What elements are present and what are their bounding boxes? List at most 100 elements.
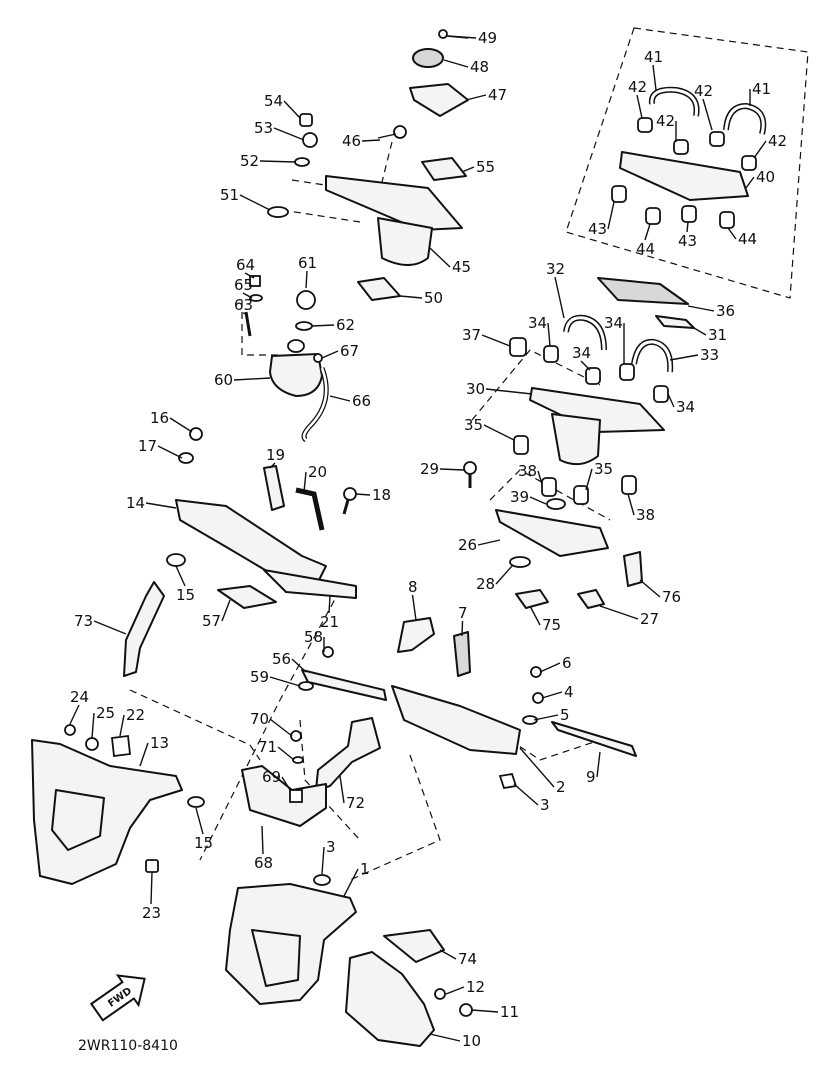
leader-line-42	[702, 98, 713, 131]
part-63-bolt	[244, 311, 252, 337]
callout-label-20: 20	[308, 463, 327, 481]
leader-line-26	[477, 539, 501, 546]
leader-line-44	[644, 223, 651, 241]
callout-label-64: 64	[236, 256, 255, 274]
leader-line-14	[145, 502, 177, 509]
callout-label-4: 4	[564, 683, 574, 701]
part-54-cap	[299, 113, 313, 127]
part-56-bar	[301, 669, 387, 701]
part-69-nut	[289, 789, 303, 803]
part-67-clamp	[313, 353, 323, 363]
diagram-code: 2WR110-8410	[78, 1038, 178, 1054]
callout-label-19: 19	[266, 446, 285, 464]
part-68-stay	[241, 765, 327, 827]
part-1-under-cowl	[225, 883, 357, 1005]
leader-line-42	[636, 94, 643, 119]
callout-label-58: 58	[304, 628, 323, 646]
leader-line-55	[461, 166, 475, 173]
callout-label-76: 76	[662, 588, 681, 606]
callout-label-66: 66	[352, 392, 371, 410]
callout-label-54: 54	[264, 92, 283, 110]
leader-line-23	[150, 871, 153, 905]
callout-label-30: 30	[466, 380, 485, 398]
part-40-rack	[619, 151, 749, 201]
callout-label-53: 53	[254, 119, 273, 137]
part-66-hose-inner	[302, 367, 328, 442]
part-41-handle-left-inner	[650, 88, 699, 117]
part-33-handle-inner	[632, 340, 672, 373]
leader-line-1	[343, 868, 359, 897]
part-18-bolt	[342, 487, 357, 515]
callout-label-46: 46	[342, 132, 361, 150]
leader-line-28	[495, 565, 513, 585]
callout-label-57: 57	[202, 612, 221, 630]
callout-label-13: 13	[150, 734, 169, 752]
part-76-clamp	[623, 551, 643, 587]
callout-label-16: 16	[150, 409, 169, 427]
callout-label-32: 32	[546, 260, 565, 278]
part-7-cover	[453, 631, 471, 677]
callout-label-2: 2	[556, 778, 566, 796]
part-31-seal	[655, 315, 695, 329]
part-55-plate	[421, 157, 467, 181]
callout-label-35: 35	[464, 416, 483, 434]
fwd-arrow-icon: FWD	[89, 974, 146, 1022]
leader-line-39	[529, 496, 547, 505]
callout-label-42: 42	[628, 78, 647, 96]
leader-line-42	[753, 140, 767, 159]
callout-label-74: 74	[458, 950, 477, 968]
leader-line-47	[465, 94, 487, 101]
leader-line-60	[233, 377, 271, 381]
assembly-line-51	[281, 209, 361, 223]
leader-line-2	[519, 747, 555, 788]
part-70-bolt	[290, 730, 302, 742]
callout-label-17: 17	[138, 437, 157, 455]
callout-label-25: 25	[96, 704, 115, 722]
callout-label-24: 24	[70, 688, 89, 706]
part-48-grommet	[412, 48, 444, 68]
callout-label-43: 43	[588, 220, 607, 238]
leader-line-69	[281, 776, 291, 791]
part-12-washer	[434, 988, 446, 1000]
callout-label-73: 73	[74, 612, 93, 630]
leader-line-67	[321, 350, 339, 359]
callout-label-27: 27	[640, 610, 659, 628]
assembly-line-main-4	[349, 754, 441, 881]
part-9-bar	[551, 721, 637, 757]
part-62-washer	[295, 321, 313, 331]
part-38-spacer-b	[621, 475, 637, 495]
callout-label-22: 22	[126, 706, 145, 724]
leader-line-34	[580, 360, 591, 371]
leader-line-34	[547, 322, 551, 347]
leader-line-70	[269, 718, 293, 737]
part-11-bolt	[459, 1003, 473, 1017]
leader-line-10	[429, 1033, 461, 1042]
part-3-nut-upper	[498, 772, 518, 790]
leader-line-6	[539, 662, 561, 673]
leader-line-46	[361, 139, 381, 142]
part-75-bracket	[515, 589, 549, 609]
callout-label-68: 68	[254, 854, 273, 872]
part-36-plate	[597, 277, 689, 305]
callout-label-61: 61	[298, 254, 317, 272]
part-3-nut-lower	[313, 874, 331, 886]
part-2-stay	[391, 685, 521, 755]
leader-line-30	[485, 388, 533, 395]
leader-line-61	[305, 270, 308, 289]
callout-label-67: 67	[340, 342, 359, 360]
leader-line-4	[541, 691, 563, 699]
callout-label-50: 50	[424, 289, 443, 307]
part-42-grommet-a	[637, 117, 653, 133]
leader-line-43	[607, 201, 615, 230]
callout-label-34: 34	[604, 314, 623, 332]
callout-label-35: 35	[594, 460, 613, 478]
part-26-stay	[495, 509, 609, 557]
leader-line-3	[513, 783, 539, 806]
assembly-line-main-3	[299, 719, 361, 841]
callout-label-38: 38	[636, 506, 655, 524]
leader-line-20	[303, 471, 307, 493]
part-58-bolt	[322, 646, 334, 658]
leader-line-76	[639, 579, 661, 598]
